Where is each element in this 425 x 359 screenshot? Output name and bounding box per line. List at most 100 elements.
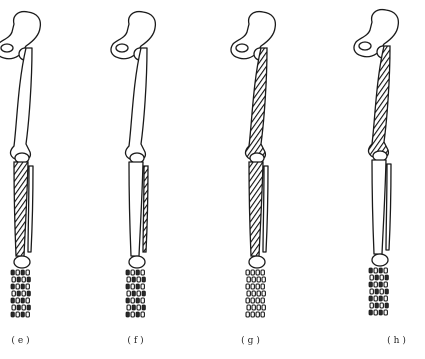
foot-bone xyxy=(380,303,383,308)
foot-bone xyxy=(261,312,264,317)
foot-bone xyxy=(252,277,255,282)
foot-bone xyxy=(375,289,378,294)
foot-bone xyxy=(257,305,260,310)
femur xyxy=(126,48,147,161)
foot-bone xyxy=(27,291,30,296)
foot-bone xyxy=(16,284,19,289)
foot-bone xyxy=(17,277,20,282)
foot-bone xyxy=(246,284,249,289)
foot-bone xyxy=(136,284,139,289)
foot-bone xyxy=(251,270,254,275)
foot-bone xyxy=(369,310,372,315)
foot-bone xyxy=(27,305,30,310)
foot-bone xyxy=(379,282,382,287)
foot-bone xyxy=(379,310,382,315)
femur xyxy=(246,48,267,161)
foot-bone xyxy=(261,284,264,289)
foot-bone xyxy=(126,312,129,317)
foot-bone xyxy=(12,291,15,296)
fibula xyxy=(143,166,148,252)
foot-bone xyxy=(126,284,129,289)
foot-bone xyxy=(246,298,249,303)
foot-bone xyxy=(369,296,372,301)
foot-bone xyxy=(22,277,25,282)
caption-g: (g) xyxy=(241,336,263,346)
foot-bone xyxy=(141,284,144,289)
leg-skeleton-1 xyxy=(111,12,155,317)
foot-bone xyxy=(17,305,20,310)
foot-bone xyxy=(385,303,388,308)
foot-bone xyxy=(141,270,144,275)
foot-bone xyxy=(379,268,382,273)
foot-bone xyxy=(17,291,20,296)
foot-bone xyxy=(11,298,14,303)
foot-bone xyxy=(142,277,145,282)
caption-e: (e) xyxy=(11,336,32,346)
foot-bone xyxy=(256,270,259,275)
foot-bone xyxy=(247,305,250,310)
foot-bone xyxy=(246,312,249,317)
foot-bone xyxy=(21,270,24,275)
fibula xyxy=(263,166,268,252)
foot-bone xyxy=(141,298,144,303)
foot-bone xyxy=(370,303,373,308)
ankle xyxy=(14,256,30,268)
foot-bone xyxy=(375,303,378,308)
foot-bone xyxy=(142,291,145,296)
foot-bone xyxy=(127,291,130,296)
foot-bone xyxy=(136,298,139,303)
foot-bone xyxy=(131,298,134,303)
foot-bone xyxy=(12,305,15,310)
foot-bone xyxy=(137,291,140,296)
foot-bone xyxy=(247,291,250,296)
foot-bone xyxy=(131,312,134,317)
foot-bone xyxy=(247,277,250,282)
foot-bone xyxy=(26,298,29,303)
foot-bone xyxy=(16,298,19,303)
foot-bone xyxy=(256,312,259,317)
foot-bone xyxy=(12,277,15,282)
foot-bone xyxy=(137,277,140,282)
foot-bone xyxy=(257,291,260,296)
foot-bone xyxy=(16,270,19,275)
foot-bone xyxy=(132,305,135,310)
leg-skeleton-0 xyxy=(0,12,40,317)
foot-bone xyxy=(141,312,144,317)
foot-bone xyxy=(132,291,135,296)
foot-bone xyxy=(21,298,24,303)
tibia xyxy=(372,160,386,254)
foot-bone xyxy=(370,289,373,294)
tibia xyxy=(249,162,263,256)
foot-bone xyxy=(374,268,377,273)
foot-bone xyxy=(369,268,372,273)
foot-bone xyxy=(246,270,249,275)
foot-bone xyxy=(126,298,129,303)
foot-bone xyxy=(251,312,254,317)
foot-bone xyxy=(132,277,135,282)
foot-bone xyxy=(384,268,387,273)
foot-bone xyxy=(369,282,372,287)
ankle xyxy=(129,256,145,268)
foot-bone xyxy=(262,277,265,282)
fibula xyxy=(386,164,391,250)
foot-bone xyxy=(257,277,260,282)
foot-bone xyxy=(384,310,387,315)
foot-bone xyxy=(22,305,25,310)
ankle xyxy=(249,256,265,268)
leg-skeleton-2 xyxy=(231,12,275,317)
foot-bone xyxy=(251,284,254,289)
foot-bone xyxy=(136,312,139,317)
foot-bone xyxy=(136,270,139,275)
foot-bone xyxy=(11,284,14,289)
foot-bone xyxy=(26,284,29,289)
tibia xyxy=(129,162,143,256)
foot-bone xyxy=(261,270,264,275)
foot-bone xyxy=(379,296,382,301)
foot-bone xyxy=(11,270,14,275)
foot-bone xyxy=(380,289,383,294)
foot-bone xyxy=(262,305,265,310)
foot-bone xyxy=(251,298,254,303)
fibula xyxy=(28,166,33,252)
foot-bone xyxy=(26,312,29,317)
tibia xyxy=(14,162,28,256)
